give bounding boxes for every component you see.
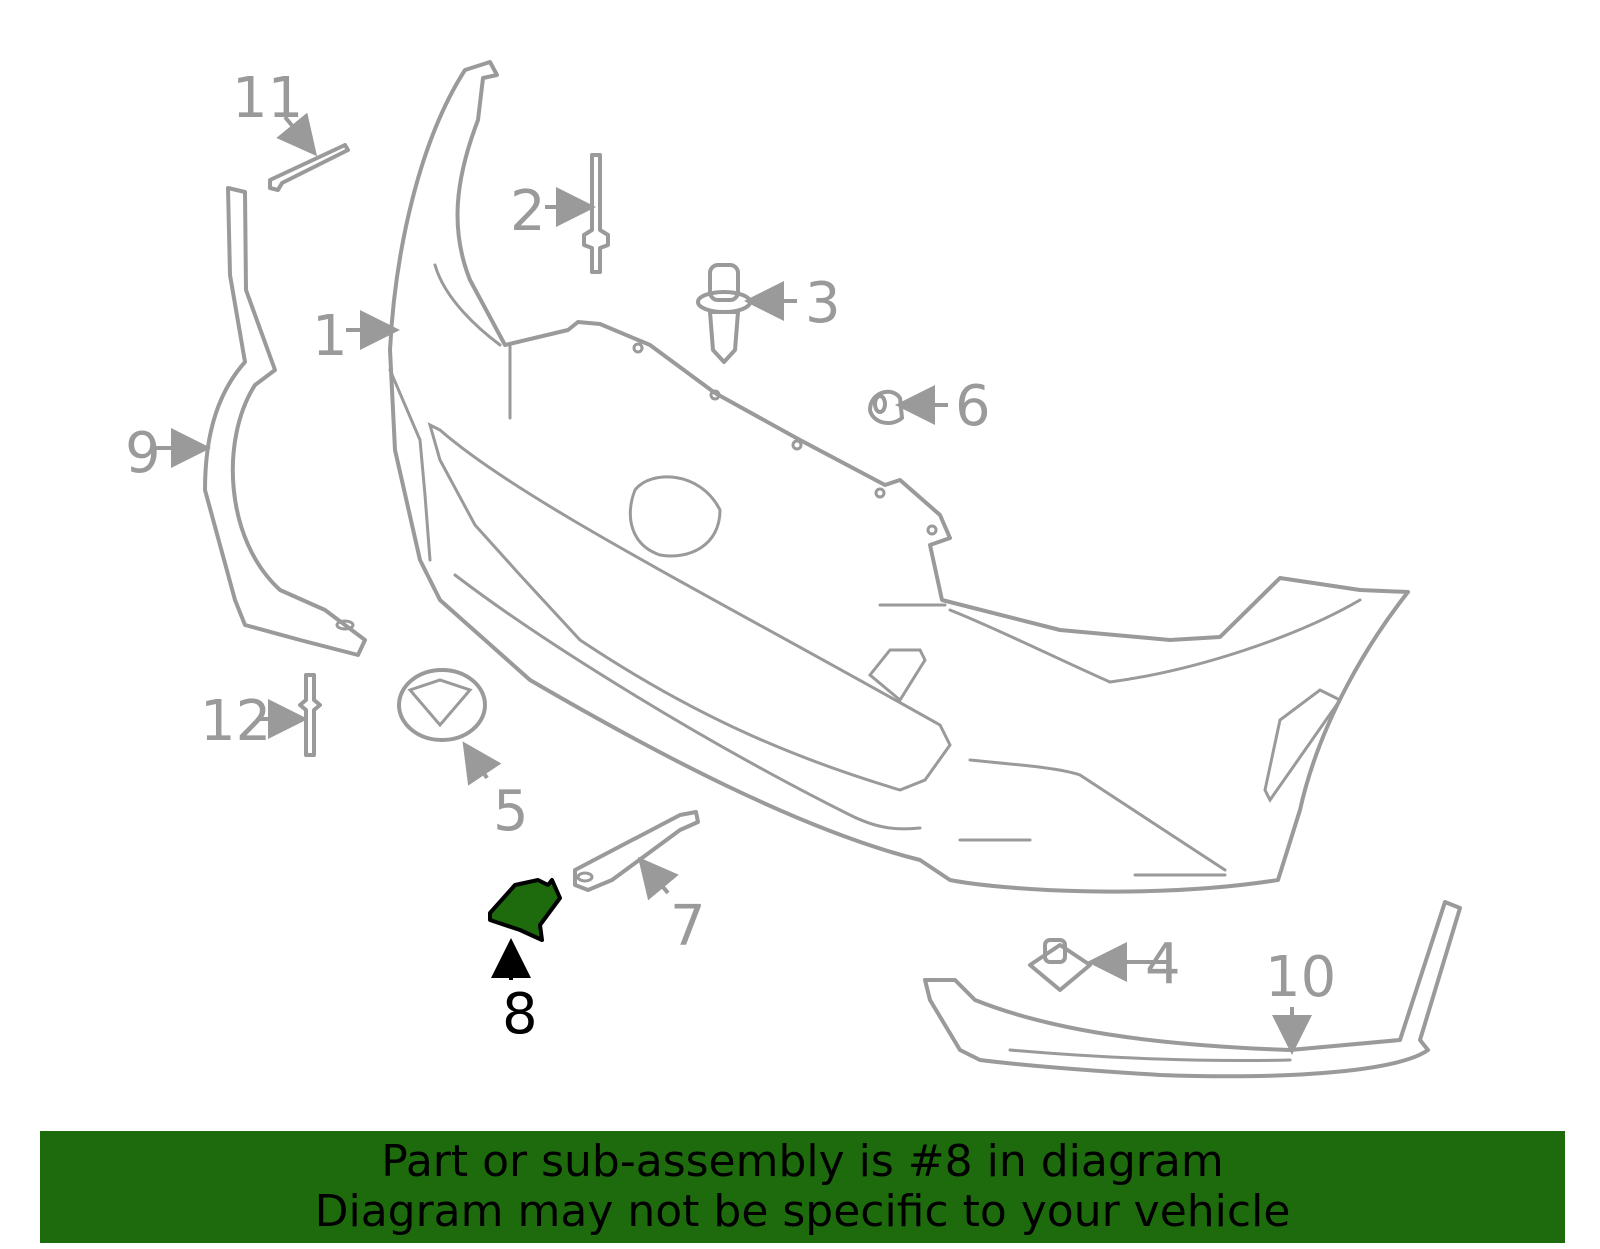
push-clip-part-3: [696, 263, 752, 364]
callout-10: 10: [1265, 945, 1336, 1010]
arrow-5: [462, 741, 502, 786]
callout-8: 8: [502, 982, 538, 1047]
arrow-7: [637, 856, 679, 901]
banner-line-2: Diagram may not be specific to your vehi…: [314, 1186, 1291, 1237]
callout-12: 12: [200, 689, 271, 754]
emblem-part-5: [397, 668, 487, 742]
spoiler-part-10: [923, 900, 1462, 1079]
arrow-11: [276, 112, 318, 157]
pin-part-11: [268, 143, 350, 192]
pin-part-12: [298, 673, 322, 757]
callout-4: 4: [1145, 932, 1181, 997]
highlighted-part-8: [488, 878, 562, 942]
callout-3: 3: [805, 271, 841, 336]
callout-1: 1: [312, 304, 348, 369]
bracket-part-9: [203, 186, 367, 657]
nut-part-6: [868, 389, 904, 426]
clip-nut-part-4: [1028, 938, 1092, 992]
callout-9: 9: [125, 421, 161, 486]
banner-line-1: Part or sub-assembly is #8 in diagram: [381, 1136, 1224, 1187]
callout-5: 5: [493, 779, 529, 844]
callout-6: 6: [955, 374, 991, 439]
rod-part-7: [573, 810, 700, 892]
callout-7: 7: [670, 894, 706, 959]
info-banner: Part or sub-assembly is #8 in diagram Di…: [40, 1131, 1565, 1243]
bumper-cover-part: [388, 60, 1410, 894]
callout-11: 11: [232, 66, 303, 131]
callout-2: 2: [510, 179, 546, 244]
bolt-part-2: [582, 153, 610, 274]
